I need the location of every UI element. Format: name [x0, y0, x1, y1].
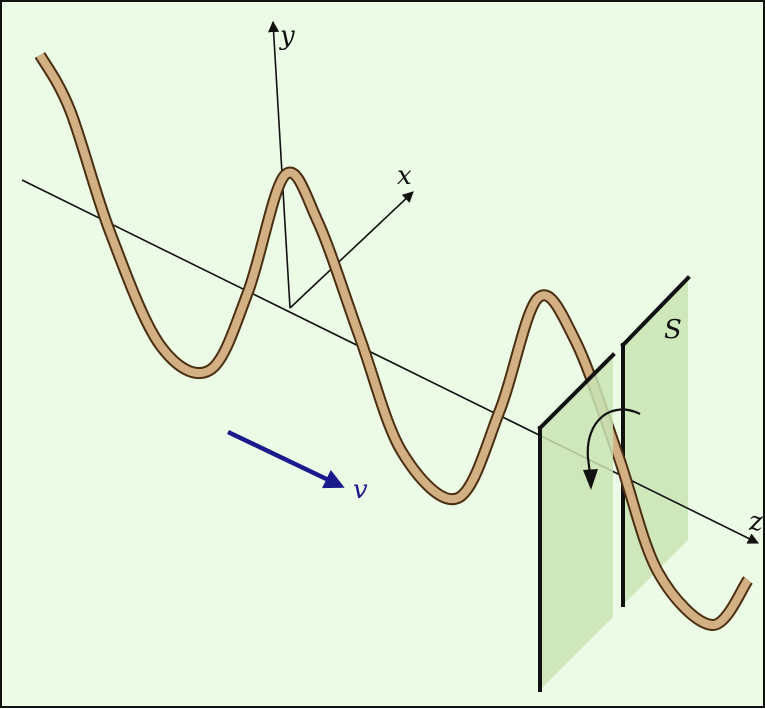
x-axis: [289, 191, 414, 309]
z-axis-label: z: [748, 507, 763, 537]
z-axis: [21, 179, 760, 544]
x-axis-label: x: [397, 161, 412, 191]
surface-label: S: [664, 315, 682, 345]
y-axis-label: y: [279, 21, 295, 51]
velocity-arrow: [227, 429, 345, 489]
velocity-label: v: [353, 475, 368, 505]
y-axis: [268, 20, 291, 309]
front-plate: [537, 352, 616, 692]
curved-arrow-icon: [583, 408, 641, 490]
rope-wave: [34, 51, 754, 631]
